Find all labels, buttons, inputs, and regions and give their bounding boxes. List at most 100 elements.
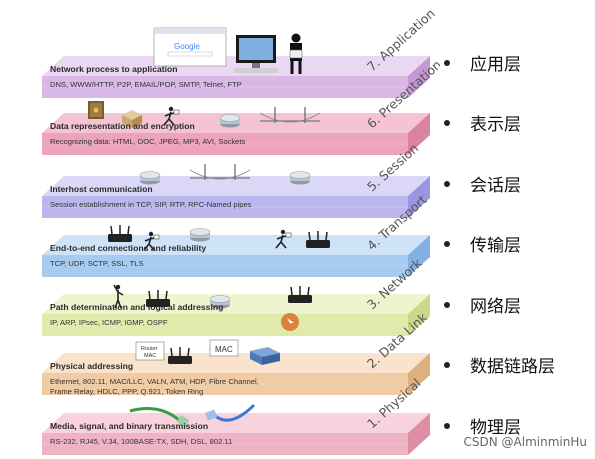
router-top — [189, 228, 211, 236]
layer-title: End-to-end connections and reliability — [50, 243, 206, 253]
layer-front-face — [42, 76, 408, 98]
bullet-session: 会话层 — [444, 171, 521, 196]
head — [148, 231, 154, 237]
paper — [285, 232, 292, 238]
legs — [290, 61, 302, 74]
antenna — [308, 231, 311, 241]
box-icon — [122, 110, 142, 128]
router-mac-box — [135, 341, 165, 361]
router-mac-line: Router — [141, 346, 158, 352]
google-browser-window-icon: Google — [153, 27, 227, 67]
keyboard — [234, 68, 278, 73]
bridge-icon — [259, 107, 321, 123]
signal-person-icon — [113, 284, 124, 309]
router-top — [289, 171, 311, 179]
paper — [173, 109, 180, 115]
switch-top — [250, 347, 280, 357]
monitor-screen — [239, 38, 273, 60]
box-right — [132, 115, 142, 128]
wireless-router-icon — [306, 231, 330, 248]
layer-title: Physical addressing — [50, 361, 133, 371]
layer-side-face — [408, 113, 430, 155]
cable — [259, 112, 321, 123]
layer-description: Ethernet, 802.11, MAC/LLC, VALN, ATM, HD… — [50, 377, 259, 386]
wireless-router-icon — [288, 286, 312, 303]
cursor-arrow — [287, 318, 294, 327]
laptop — [289, 49, 303, 59]
bullet-data-link: 数据链路层 — [444, 352, 555, 377]
layer-description: RS-232, RJ45, V.34, 100BASE-TX, SDH, DSL… — [50, 437, 232, 446]
bullet-network: 网络层 — [444, 292, 521, 317]
blue-cable-icon — [204, 403, 256, 422]
layer-top-face — [42, 176, 430, 196]
antenna — [170, 347, 173, 357]
switch-right — [262, 353, 280, 365]
browser-frame — [153, 27, 227, 67]
antenna — [127, 225, 130, 235]
bullet-dot — [444, 301, 450, 308]
user-figure-icon — [289, 33, 303, 74]
wireless-router-icon — [108, 225, 132, 242]
antenna — [110, 225, 113, 235]
bullet-label: 物理层 — [470, 418, 521, 438]
router-icon — [139, 171, 161, 185]
mac-tag-icon: MAC — [209, 339, 239, 357]
layer-front-face — [42, 314, 408, 336]
layer-top-face — [42, 56, 430, 76]
router-icon — [189, 228, 211, 242]
search-box — [167, 51, 213, 57]
google-logo-text: Google — [174, 42, 200, 51]
layer-side-face — [408, 353, 430, 395]
chinese-layer-list: 应用层 表示层 会话层 传输层 网络层 数据链路层 物理层 — [444, 0, 595, 459]
layer-title: Media, signal, and binary transmission — [50, 421, 208, 431]
router-case — [288, 295, 312, 303]
layer-title: Network process to application — [50, 64, 178, 74]
green-cable-icon — [129, 407, 190, 427]
layer-front-face — [42, 196, 408, 218]
router-case — [146, 299, 170, 307]
layer-top-face — [42, 235, 430, 255]
computer-monitor-icon — [234, 35, 278, 73]
bullet-dot — [444, 422, 450, 429]
bullet-dot — [444, 59, 450, 66]
switch-icon — [250, 347, 280, 365]
bullet-label: 表示层 — [470, 115, 521, 135]
bullet-label: 网络层 — [470, 297, 521, 317]
wireless-router-icon — [146, 290, 170, 307]
switch-left — [250, 351, 262, 365]
bullet-application: 应用层 — [444, 50, 521, 75]
layer-front-face — [42, 433, 408, 455]
running-person-icon — [163, 106, 180, 126]
bullet-label: 数据链路层 — [470, 357, 555, 377]
layer-side-face — [408, 413, 430, 455]
layer-title: Interhost communication — [50, 184, 153, 194]
head — [291, 33, 301, 43]
layer-description: Session establishment in TCP, SIP, RTP, … — [50, 200, 252, 209]
monitor-stand — [252, 63, 260, 68]
body — [143, 236, 156, 251]
layer-front-face — [42, 255, 408, 277]
bullet-physical: 物理层 — [444, 413, 521, 438]
cursor-circle-icon — [281, 313, 299, 331]
layer-title: Path determination and logical addressin… — [50, 302, 223, 312]
layer-description: Frame Relay, HDLC, PPP, Q.921, Token Rin… — [50, 387, 203, 396]
antenna — [325, 231, 328, 241]
layer-description: DNS, WWW/HTTP, P2P, EMAIL/POP, SMTP, Tel… — [50, 80, 242, 89]
body — [113, 284, 124, 309]
layer-side-face — [408, 294, 430, 336]
bullet-dot — [444, 180, 450, 187]
antenna — [187, 347, 190, 357]
bullet-label: 应用层 — [470, 55, 521, 75]
bullet-label: 会话层 — [470, 176, 521, 196]
body — [275, 234, 288, 249]
bullet-transport: 传输层 — [444, 231, 521, 256]
head — [115, 284, 121, 290]
body — [163, 111, 176, 126]
antenna — [290, 286, 293, 296]
layer-top-face — [42, 413, 430, 433]
cable-plug — [176, 415, 190, 427]
antenna — [148, 290, 151, 300]
cable-green — [129, 407, 182, 423]
